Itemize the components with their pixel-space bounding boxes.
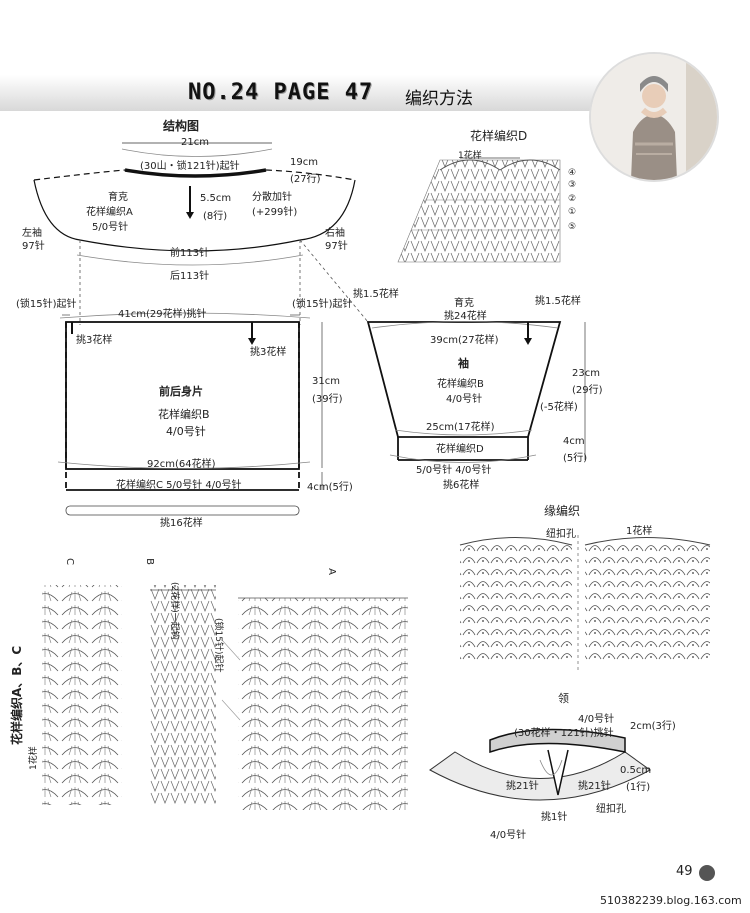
body-pick-left: 挑3花样 xyxy=(76,335,113,346)
sleeve-yoke-pick: 挑24花样 xyxy=(444,311,487,322)
collar-buttonhole: 纽扣孔 xyxy=(596,804,626,815)
pattern-d-chart xyxy=(397,157,561,263)
pattern-d-row-2: ② xyxy=(568,194,577,204)
left-sleeve-stitches: 97针 xyxy=(22,241,45,252)
pattern-b-label: B xyxy=(143,558,155,565)
body-hem: 花样编织C 5/0号针 4/0号针 xyxy=(116,480,242,491)
increase-label: 分散加针 xyxy=(252,192,292,203)
sleeve-bottom-width: 25cm(17花样) xyxy=(426,422,495,433)
center-height: 5.5cm xyxy=(200,193,232,204)
body-panel xyxy=(57,312,323,516)
watermark: 510382239.blog.163.com xyxy=(600,894,742,907)
back-stitches: 后113针 xyxy=(170,271,210,282)
model-portrait-icon xyxy=(589,52,719,182)
sleeve-label: 袖 xyxy=(458,357,469,370)
page-dot xyxy=(699,865,715,881)
body-cast-right: (锁15针)起针 xyxy=(292,299,353,310)
pattern-d-row-3: ③ xyxy=(568,180,577,190)
sleeve-cuff-hooks: 5/0号针 4/0号针 xyxy=(416,465,492,476)
pattern-b-note: (2花样)一起钩 xyxy=(169,582,179,640)
front-stitches: 前113针 xyxy=(170,248,210,259)
body-hem-pick: 挑16花样 xyxy=(160,518,203,529)
collar-gap: 0.5cm xyxy=(620,765,652,776)
structure-side-rows: (27行) xyxy=(290,174,321,185)
collar-height: 2cm(3行) xyxy=(630,721,676,732)
sleeve-cuff-pick: 挑6花样 xyxy=(443,480,480,491)
sleeve-cuff-height: 4cm xyxy=(563,436,585,447)
yoke-label: 育克 xyxy=(108,192,128,203)
page-number: 49 xyxy=(676,864,693,879)
structure-side-height: 19cm xyxy=(290,157,318,168)
yoke-pattern: 花样编织A xyxy=(86,207,133,218)
collar-pick-right: 挑21针 xyxy=(578,781,611,792)
collar-pick: (30花样・121针)挑针 xyxy=(514,728,614,739)
body-hem-height: 4cm(5行) xyxy=(307,482,353,493)
pattern-d-title: 花样编织D xyxy=(470,129,528,143)
collar-diagram xyxy=(429,728,651,801)
sleeve-yoke: 育克 xyxy=(454,298,474,309)
collar-hook-top: 4/0号针 xyxy=(578,714,615,725)
pattern-d-row-4: ④ xyxy=(568,168,577,178)
structure-neck-start: (30山・锁121针)起针 xyxy=(140,161,240,172)
sleeve-decrease: (-5花样) xyxy=(540,402,578,413)
right-sleeve-stitches: 97针 xyxy=(325,241,348,252)
pattern-a-label: A xyxy=(325,568,337,575)
structure-heading: 结构图 xyxy=(163,119,200,133)
pattern-abc-title: 花样编织A、B、C xyxy=(10,645,24,745)
pattern-a-note: (锁15针)起针 xyxy=(213,618,223,673)
body-height-rows: (39行) xyxy=(312,394,343,405)
body-label: 前后身片 xyxy=(159,385,203,398)
sleeve-height-rows: (29行) xyxy=(572,385,603,396)
header-bar xyxy=(0,75,610,111)
collar-gap-rows: (1行) xyxy=(626,782,651,793)
sleeve-top-width: 39cm(27花样) xyxy=(430,335,499,346)
sleeve-pattern: 花样编织B xyxy=(437,379,484,390)
page-subtitle: 编织方法 xyxy=(405,89,473,109)
left-sleeve-label: 左袖 xyxy=(22,228,42,239)
increase-value: (+299针) xyxy=(252,207,298,218)
structure-top-width: 21cm xyxy=(181,137,209,148)
sleeve-cuff-rows: (5行) xyxy=(563,453,588,464)
center-rows: (8行) xyxy=(203,211,228,222)
body-height: 31cm xyxy=(312,376,340,387)
edging-repeat: 1花样 xyxy=(626,526,653,537)
edging-chart xyxy=(459,535,711,670)
body-cast-left: (锁15针)起针 xyxy=(16,299,77,310)
edging-buttonhole: 纽扣孔 xyxy=(546,529,576,540)
pattern-d-repeat: 1花样 xyxy=(458,151,482,161)
pattern-abc-repeat: 1花样 xyxy=(29,746,39,770)
right-sleeve-label: 右袖 xyxy=(325,228,345,239)
body-bottom-width: 92cm(64花样) xyxy=(147,459,216,470)
body-top-width: 41cm(29花样)挑针 xyxy=(118,309,207,320)
page-title: NO.24 PAGE 47 xyxy=(188,80,374,105)
collar-title: 领 xyxy=(558,692,569,705)
collar-pick-center: 挑1针 xyxy=(541,812,568,823)
pattern-d-row-5: ⑤ xyxy=(568,222,577,232)
sleeve-height: 23cm xyxy=(572,368,600,379)
sleeve-pick-left: 挑1.5花样 xyxy=(353,289,399,300)
sleeve-hook: 4/0号针 xyxy=(446,394,483,405)
pattern-d-row-1: ① xyxy=(568,207,577,217)
sleeve-cuff-pattern: 花样编织D xyxy=(436,444,484,455)
sleeve-pick-right: 挑1.5花样 xyxy=(535,296,581,307)
yoke-hook: 5/0号针 xyxy=(92,222,129,233)
sleeve-panel xyxy=(366,321,586,463)
collar-pick-left: 挑21针 xyxy=(506,781,539,792)
body-pick-right: 挑3花样 xyxy=(250,347,287,358)
yoke-diagram xyxy=(33,142,369,325)
edging-title: 缘编织 xyxy=(544,504,581,518)
body-hook: 4/0号针 xyxy=(166,425,206,438)
collar-hook-bottom: 4/0号针 xyxy=(490,830,527,841)
pattern-abc-chart xyxy=(42,585,408,810)
body-pattern: 花样编织B xyxy=(158,408,210,421)
pattern-c-label: C xyxy=(63,558,75,565)
